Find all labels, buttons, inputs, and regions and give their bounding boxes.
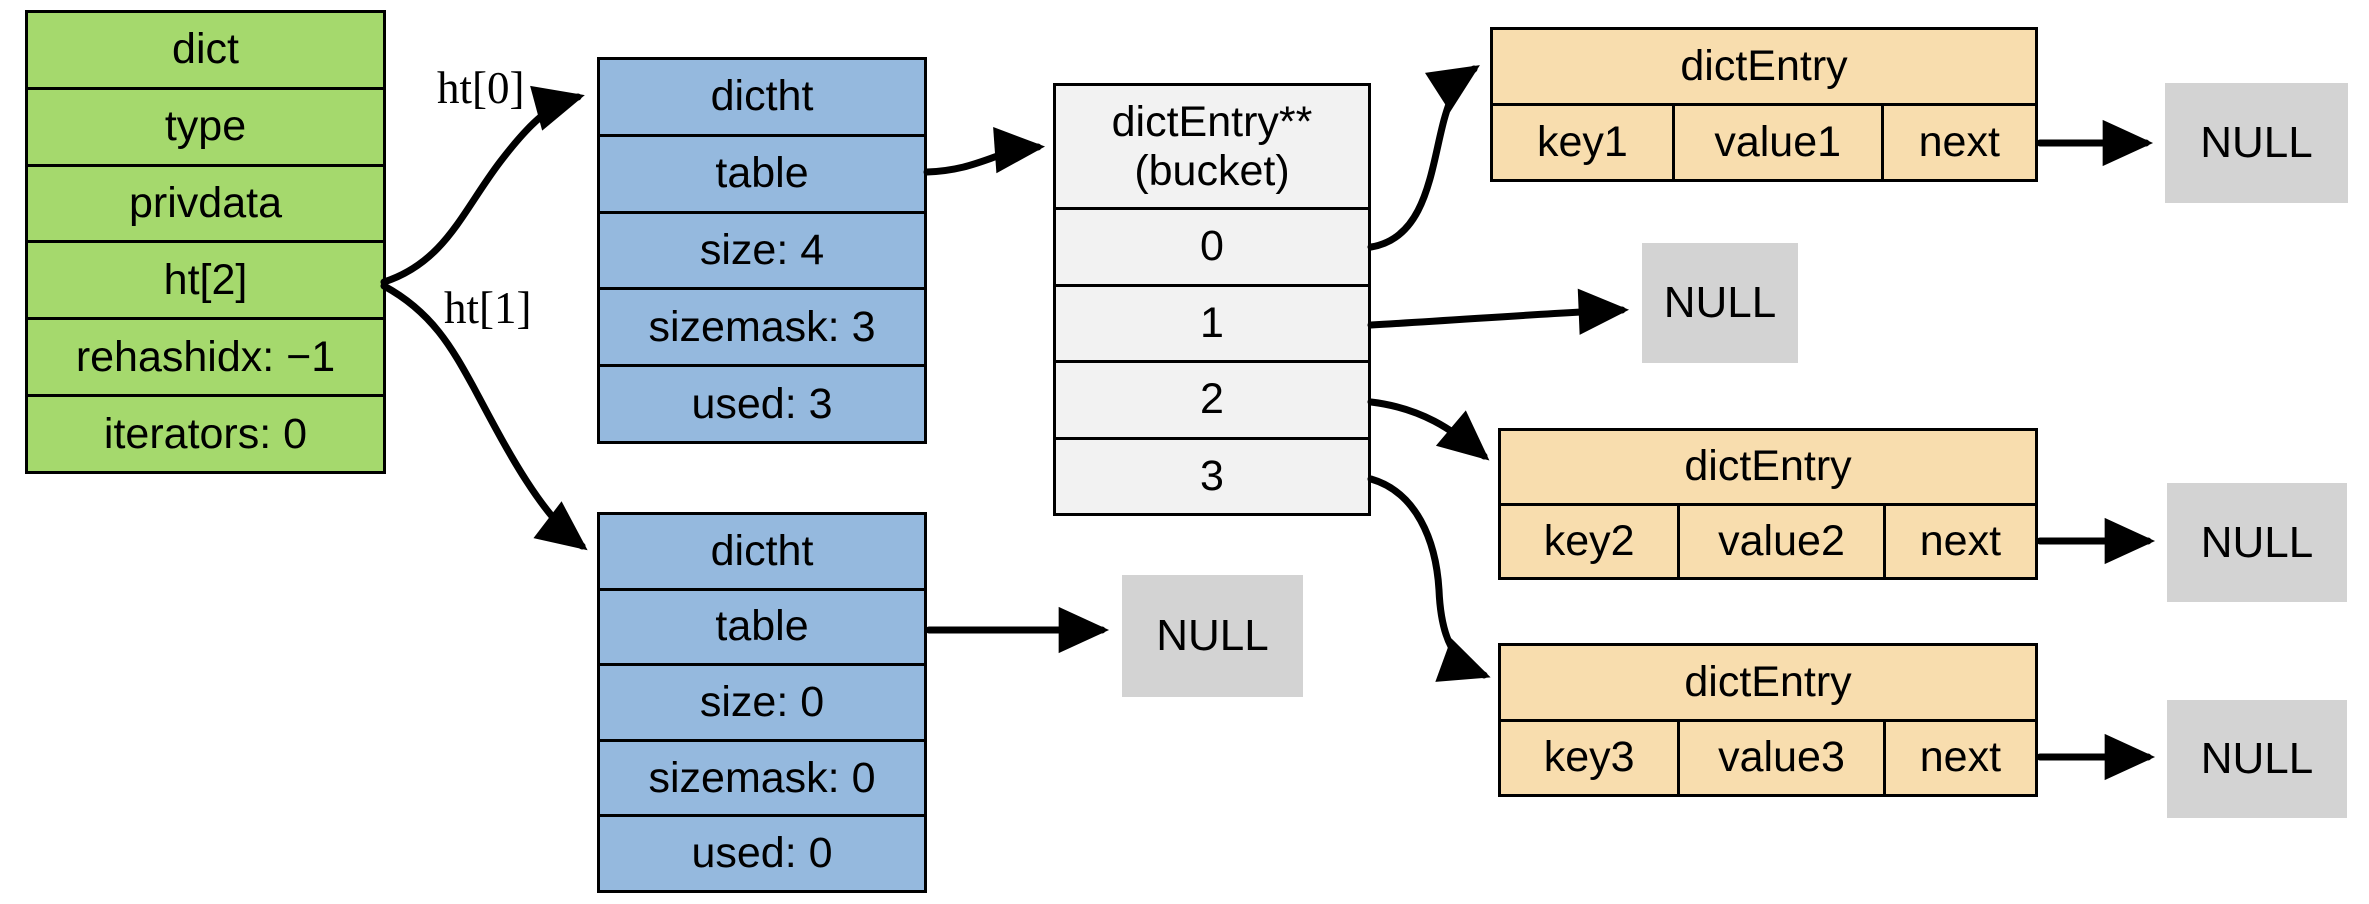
null-box-entry1-next: NULL	[2165, 83, 2348, 203]
null-box-entry3-next: NULL	[2167, 700, 2347, 818]
entry-1-key-cell: key1	[1537, 118, 1628, 166]
dictht0-row-sizemask: sizemask: 3	[600, 287, 924, 364]
dictht1-row-title: dictht	[710, 526, 814, 575]
ht1-pointer-label: ht[1]	[444, 283, 532, 333]
bucket-header: dictEntry** (bucket)	[1056, 86, 1368, 207]
dict-entry-1-table: dictEntry key1 value1 next	[1490, 27, 2038, 182]
dictht1-row-size: size: 0	[600, 663, 924, 739]
entry-2-value-cell: value2	[1677, 505, 1883, 577]
dictht0-row-table: table	[600, 133, 924, 211]
entry-1-next-cell: next	[1880, 106, 2035, 179]
dict-entry-2-table: dictEntry key2 value2 next	[1498, 428, 2038, 580]
entry-2-header: dictEntry	[1501, 431, 2035, 506]
bucket-slot-1: 1	[1056, 283, 1368, 361]
arrow-slot3-to-entry3	[1367, 475, 1491, 682]
null-box-slot1: NULL	[1642, 243, 1798, 363]
bucket-slot-3: 3	[1056, 436, 1368, 514]
dictht1-row-table: table	[600, 587, 924, 664]
entry-3-key-cell: key3	[1543, 733, 1635, 782]
dict-row-title: dict	[172, 25, 239, 74]
dict-entry-3-table: dictEntry key3 value3 next	[1498, 643, 2038, 797]
arrow-table-to-bucket	[923, 126, 1046, 176]
dictht1-table: dictht table size: 0 sizemask: 0 used: 0	[597, 512, 927, 893]
entry-1-cells: key1 value1 next	[1493, 106, 2035, 179]
dict-row-iterators: iterators: 0	[28, 394, 383, 471]
null-box-ht1-table: NULL	[1122, 575, 1303, 697]
dict-row-rehashidx: rehashidx: −1	[28, 317, 383, 394]
entry-3-header: dictEntry	[1501, 646, 2035, 722]
entry-2-next-cell: next	[1882, 505, 2035, 577]
dictht0-row-used: used: 3	[600, 364, 924, 441]
dict-row-ht2: ht[2]	[28, 240, 383, 317]
bucket-header-line1: dictEntry**	[1111, 98, 1313, 147]
null-box-entry2-next: NULL	[2167, 483, 2347, 602]
dictht1-row-used: used: 0	[600, 814, 924, 890]
dictht0-row-title: dictht	[710, 72, 814, 121]
arrow-slot1-to-null	[1367, 288, 1630, 335]
entry-3-next-cell: next	[1882, 721, 2035, 794]
arrow-ht0-pointer	[380, 85, 585, 286]
dictht0-table: dictht table size: 4 sizemask: 3 used: 3	[597, 57, 927, 444]
entry-3-cells: key3 value3 next	[1501, 721, 2035, 794]
dict-row-type: type	[28, 86, 383, 164]
bucket-array-table: dictEntry** (bucket) 0 1 2 3	[1053, 83, 1371, 516]
dictht1-row-sizemask: sizemask: 0	[600, 738, 924, 815]
dict-struct-table: dict type privdata ht[2] rehashidx: −1 i…	[25, 10, 386, 474]
dictht0-row-size: size: 4	[600, 210, 924, 288]
entry-2-cells: key2 value2 next	[1501, 505, 2035, 577]
bucket-header-line2: (bucket)	[1134, 146, 1290, 195]
entry-2-key-cell: key2	[1543, 516, 1635, 565]
arrow-slot0-to-entry1	[1367, 65, 1480, 251]
bucket-slot-0: 0	[1056, 207, 1368, 284]
ht0-pointer-label: ht[0]	[437, 63, 525, 113]
bucket-slot-2: 2	[1056, 360, 1368, 437]
entry-1-value-cell: value1	[1671, 106, 1881, 179]
dict-row-privdata: privdata	[28, 163, 383, 241]
entry-3-value-cell: value3	[1677, 721, 1883, 794]
arrow-slot2-to-entry2	[1367, 398, 1490, 461]
entry-1-header: dictEntry	[1493, 30, 2035, 106]
